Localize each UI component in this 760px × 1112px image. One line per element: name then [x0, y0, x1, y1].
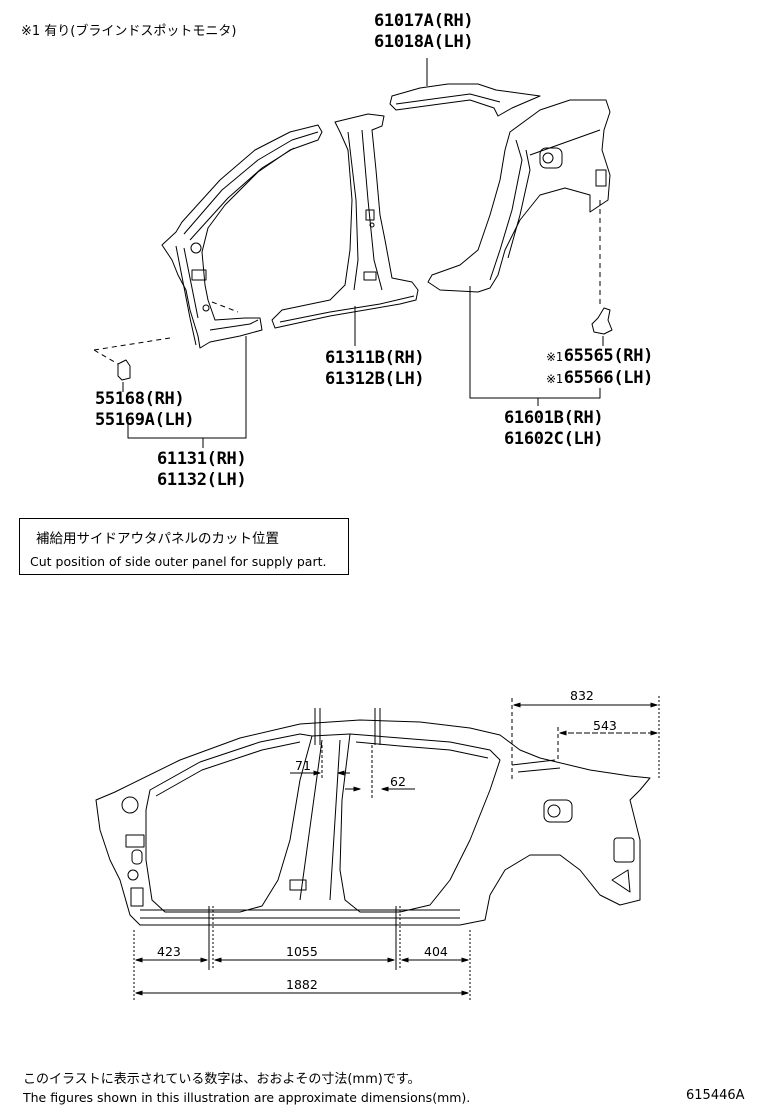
part-label-bsm-bracket[interactable]: ※165565(RH) ※165566(LH)	[546, 346, 653, 390]
front-pillar-part	[161, 124, 323, 349]
part-label-roof-side-rail[interactable]: 61017A(RH) 61018A(LH)	[374, 11, 474, 53]
part-label-front-pillar[interactable]: 61131(RH) 61132(LH)	[157, 449, 247, 491]
cut-position-title-en: Cut position of side outer panel for sup…	[30, 554, 327, 569]
side-body-outline	[95, 719, 651, 926]
dimension-423: 423	[157, 944, 181, 959]
part-number-rh[interactable]: 61017A(RH)	[374, 11, 474, 31]
part-number-rh[interactable]: 65565(RH)	[563, 346, 654, 366]
part-number-rh[interactable]: 61601B(RH)	[504, 408, 604, 428]
part-label-clip[interactable]: 55168(RH) 55169A(LH)	[95, 389, 195, 431]
roof-side-rail-part	[389, 83, 541, 117]
cut-position-title-jp: 補給用サイドアウタパネルのカット位置	[36, 531, 279, 547]
part-label-center-pillar[interactable]: 61311B(RH) 61312B(LH)	[325, 348, 425, 390]
quarter-panel-part	[427, 99, 611, 293]
option-mark: ※1	[546, 372, 563, 386]
figure-number: 615446A	[686, 1088, 745, 1103]
part-number-lh[interactable]: 61312B(LH)	[325, 369, 425, 389]
part-number-lh[interactable]: 61132(LH)	[157, 470, 247, 490]
cut-position-box: 補給用サイドアウタパネルのカット位置 Cut position of side …	[19, 518, 349, 575]
dimension-1055: 1055	[286, 944, 318, 959]
part-number-rh[interactable]: 55168(RH)	[95, 389, 185, 409]
part-number-lh[interactable]: 61018A(LH)	[374, 32, 474, 52]
bottom-dimensions	[133, 906, 471, 1002]
part-label-quarter-panel[interactable]: 61601B(RH) 61602C(LH)	[504, 408, 604, 450]
footer-note-jp: このイラストに表示されている数字は、おおよその寸法(mm)です。	[23, 1072, 421, 1087]
part-number-lh[interactable]: 55169A(LH)	[95, 410, 195, 430]
dashed-leaders	[93, 200, 601, 365]
footer-note-en: The figures shown in this illustration a…	[23, 1090, 471, 1105]
part-number-lh[interactable]: 65566(LH)	[563, 368, 654, 388]
blind-spot-monitor-note: ※1 有り(ブラインドスポットモニタ)	[21, 24, 237, 39]
part-number-lh[interactable]: 61602C(LH)	[504, 429, 604, 449]
label-leaders	[127, 58, 601, 448]
dimension-832: 832	[570, 688, 594, 703]
dimension-62: 62	[390, 774, 406, 789]
dimension-71: 71	[295, 758, 311, 773]
dimension-1882: 1882	[286, 977, 318, 992]
part-number-rh[interactable]: 61131(RH)	[157, 449, 247, 469]
part-number-rh[interactable]: 61311B(RH)	[325, 348, 425, 368]
bsm-bracket-part	[591, 307, 613, 346]
dimension-404: 404	[424, 944, 448, 959]
top-dimensions	[290, 696, 660, 800]
option-mark: ※1	[546, 350, 563, 364]
dimension-543: 543	[593, 718, 617, 733]
clip-part	[117, 359, 131, 392]
